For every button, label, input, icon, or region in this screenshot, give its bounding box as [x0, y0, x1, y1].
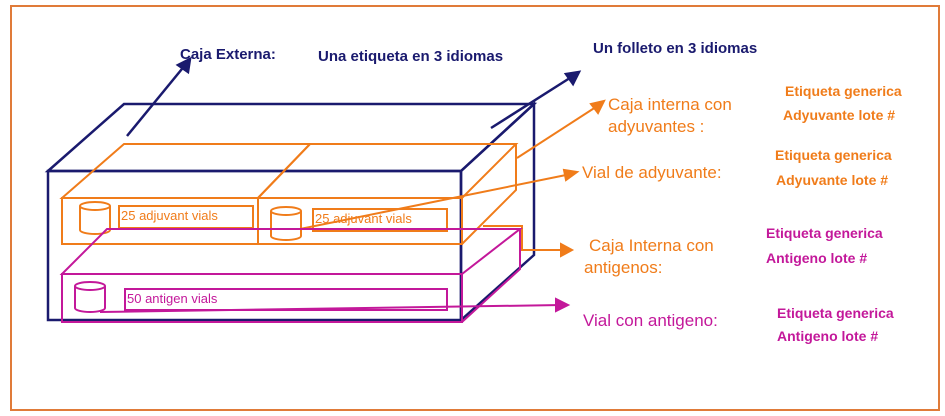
antigen-box-top: [59, 228, 523, 275]
outer-label-arrowhead: [175, 56, 192, 75]
antigen-vial-top: [74, 281, 106, 291]
vial-antigeno-label: Vial con antigeno:: [583, 311, 718, 330]
adjuvant-box-right-front: [257, 197, 463, 245]
antigen-box-front: [61, 273, 463, 323]
outer-box-title: Caja Externa:: [180, 46, 276, 63]
inner-adjuvant-box-arrowhead: [589, 99, 606, 115]
caja-interna-antigenos-line2: antigenos:: [584, 258, 663, 277]
antigen-box: [59, 228, 523, 323]
antigen-vial-body: [74, 286, 106, 313]
vial-adyuvante-label: Vial de adyuvante:: [582, 163, 722, 182]
inner-adjuvant-box-arrow: [516, 104, 600, 159]
leaflet-arrow: [490, 74, 574, 130]
adjuvant-vial-left-top: [79, 201, 111, 211]
adjuvant-vial-left-body: [79, 206, 111, 235]
adjuvant-left-label: 25 adjuvant vials: [121, 208, 218, 223]
adjuvant-boxes: [59, 143, 519, 245]
antigen-box-arrow: [483, 225, 566, 251]
vial-antigeno-tag1: Etiqueta generica: [777, 305, 894, 321]
antigen-vial-arrowhead: [555, 297, 571, 313]
caja-interna-antigenos-tag2: Antigeno lote #: [766, 250, 868, 266]
caja-interna-adyuvantes-line1: Caja interna con: [608, 95, 732, 114]
adjuvant-vial-arrowhead: [562, 168, 580, 182]
outer-box-side: [459, 101, 536, 323]
leaflet-arrowhead: [563, 70, 582, 87]
antigen-box-arrowhead: [560, 242, 575, 258]
slide-frame: [10, 5, 940, 411]
caja-interna-antigenos-line1: Caja Interna con: [589, 236, 714, 255]
caja-interna-adyuvantes-tag1: Etiqueta generica: [785, 83, 902, 99]
outer-box-top: [44, 102, 538, 173]
antigen-box-side: [461, 229, 521, 323]
antigen-label: 50 antigen vials: [127, 291, 218, 306]
outer-box-label-note: Una etiqueta en 3 idiomas: [318, 48, 504, 65]
vial-adyuvante-tag1: Etiqueta generica: [775, 147, 892, 163]
adjuvant-right-label-box: [312, 208, 448, 232]
adjuvant-right-label: 25 adjuvant vials: [315, 211, 412, 226]
adjuvant-vial-right-body: [270, 211, 302, 241]
outer-label-arrow: [126, 63, 187, 137]
caja-interna-antigenos-tag1: Etiqueta generica: [766, 225, 883, 241]
adjuvant-box-right-side: [461, 144, 517, 245]
outer-box-front: [46, 169, 463, 322]
adjuvant-vial-arrow: [299, 173, 572, 230]
caja-interna-adyuvantes-tag2: Adyuvante lote #: [783, 107, 896, 123]
adjuvant-vial-right-top: [270, 206, 302, 216]
caja-interna-adyuvantes-line2: adyuvantes :: [608, 117, 705, 136]
antigen-vial-arrow: [99, 304, 563, 313]
leaflet-note: Un folleto en 3 idiomas: [593, 40, 758, 57]
vial-adyuvante-tag2: Adyuvante lote #: [776, 172, 889, 188]
vial-antigeno-tag2: Antigeno lote #: [777, 328, 879, 344]
